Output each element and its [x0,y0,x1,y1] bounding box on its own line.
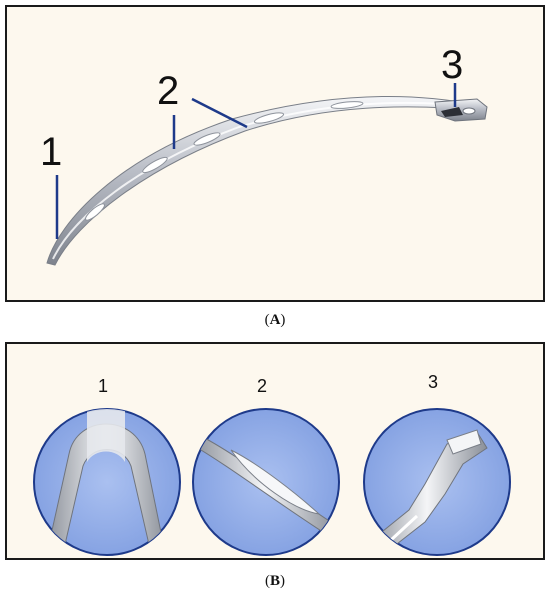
panel-a: 1 2 3 [5,5,545,302]
detail-label-3: 3 [428,372,439,392]
panel-b: 1 2 3 [5,342,545,560]
label-1: 1 [40,130,63,174]
detail-label-2: 2 [257,376,268,396]
tip-detail-illustration [33,408,181,556]
label-3: 3 [441,43,464,87]
caption-a: (A) [264,312,286,328]
instrument-illustration [46,83,488,266]
handle-detail-illustration [363,408,511,556]
caption-b: (B) [264,573,285,589]
detail-label-1: 1 [98,376,109,396]
label-2: 2 [157,69,180,113]
detail-illustrations [33,408,511,556]
window-detail-illustration [192,408,340,556]
